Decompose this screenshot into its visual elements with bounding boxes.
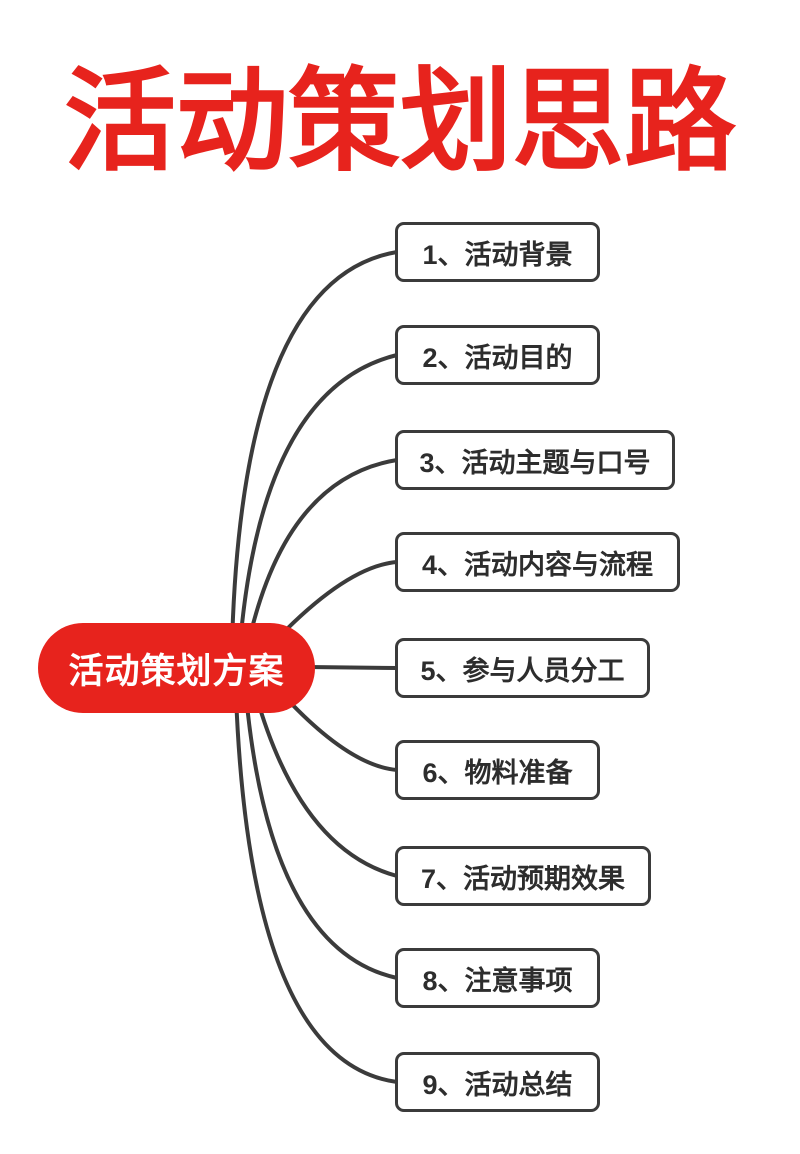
branch-box-5: 5、参与人员分工 xyxy=(395,638,650,698)
connector-branch-1 xyxy=(230,250,399,647)
branch-box-4: 4、活动内容与流程 xyxy=(395,532,680,592)
branch-box-1: 1、活动背景 xyxy=(395,222,600,282)
branch-box-3: 3、活动主题与口号 xyxy=(395,430,675,490)
branch-label: 1、活动背景 xyxy=(422,239,573,270)
connector-branch-4 xyxy=(276,560,399,640)
branch-label: 9、活动总结 xyxy=(422,1069,573,1100)
branch-box-2: 2、活动目的 xyxy=(395,325,600,385)
page-title: 活动策划思路 xyxy=(64,59,736,184)
branch-box-9: 9、活动总结 xyxy=(395,1052,600,1112)
branch-label: 8、注意事项 xyxy=(422,965,573,996)
connector-branch-8 xyxy=(244,693,399,980)
connector-branch-3 xyxy=(246,458,399,647)
center-node-label: 活动策划方案 xyxy=(68,651,285,691)
connector-branch-9 xyxy=(234,693,399,1084)
center-node: 活动策划方案 xyxy=(38,623,315,713)
branch-label: 2、活动目的 xyxy=(422,342,573,373)
branch-label: 3、活动主题与口号 xyxy=(419,447,651,478)
branch-label: 6、物料准备 xyxy=(422,757,573,788)
connector-branch-7 xyxy=(254,693,399,878)
branch-box-6: 6、物料准备 xyxy=(395,740,600,800)
branch-box-8: 8、注意事项 xyxy=(395,948,600,1008)
connector-branch-5 xyxy=(306,665,399,670)
branch-label: 4、活动内容与流程 xyxy=(421,549,654,580)
branch-box-7: 7、活动预期效果 xyxy=(395,846,651,906)
connector-branch-2 xyxy=(238,353,399,647)
branch-label: 5、参与人员分工 xyxy=(420,655,625,686)
connector-branch-6 xyxy=(284,696,399,772)
branch-label: 7、活动预期效果 xyxy=(420,863,626,894)
